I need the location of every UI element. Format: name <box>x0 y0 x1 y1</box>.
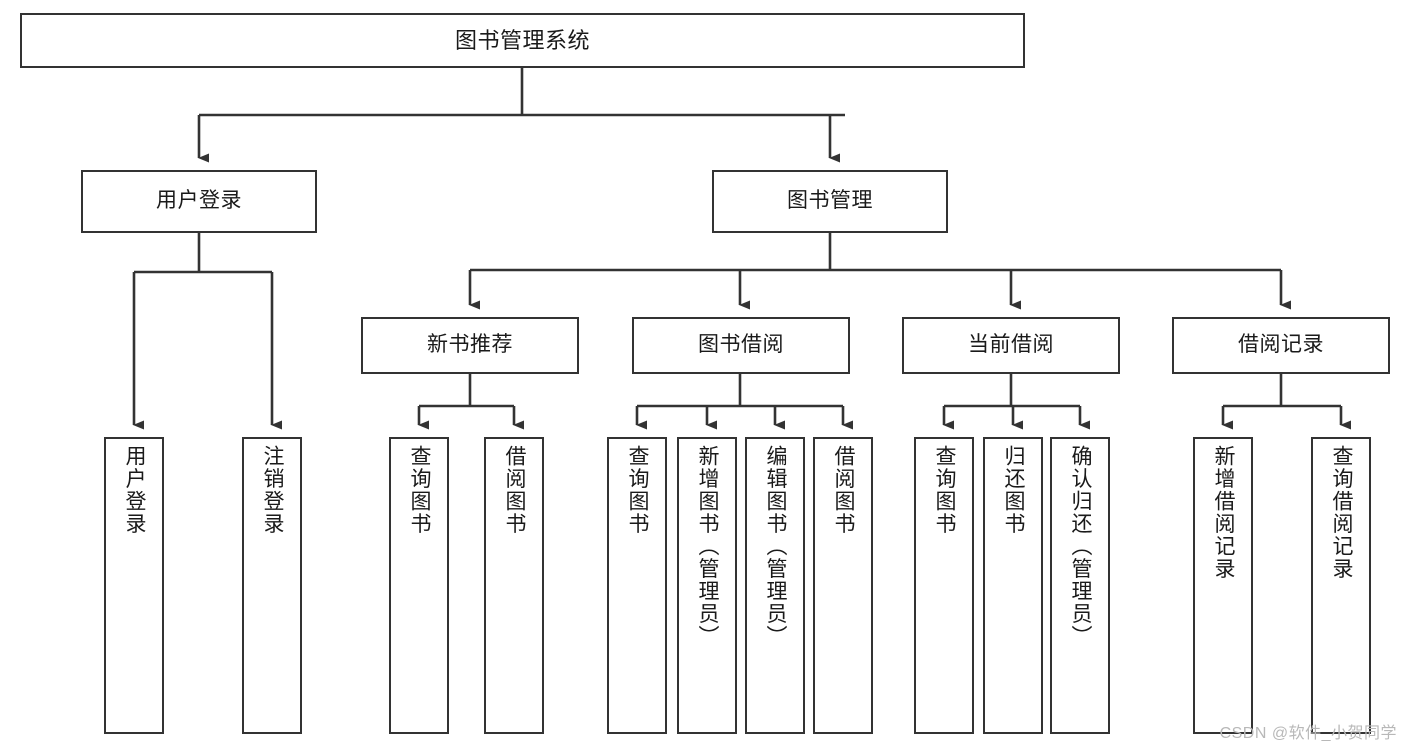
leaf-borrow-book-brw[interactable]: 借阅图书 <box>813 437 873 734</box>
leaf-query-book-rec-label: 查询图书 <box>408 445 432 535</box>
leaf-user-login-label: 用户登录 <box>123 445 147 535</box>
node-borrow-record-label: 借阅记录 <box>1238 333 1324 357</box>
node-borrow-record[interactable]: 借阅记录 <box>1172 317 1390 374</box>
node-root-label: 图书管理系统 <box>454 27 590 53</box>
leaf-borrow-book-brw-label: 借阅图书 <box>832 445 856 535</box>
leaf-query-book-cur-label: 查询图书 <box>933 445 957 535</box>
leaf-user-login[interactable]: 用户登录 <box>104 437 164 734</box>
leaf-query-book-brw-label: 查询图书 <box>626 445 650 535</box>
leaf-query-record[interactable]: 查询借阅记录 <box>1311 437 1371 734</box>
node-current-borrow-label: 当前借阅 <box>968 333 1054 357</box>
node-new-book-rec-label: 新书推荐 <box>427 333 513 357</box>
leaf-query-record-label: 查询借阅记录 <box>1330 445 1354 580</box>
leaf-borrow-book-rec[interactable]: 借阅图书 <box>484 437 544 734</box>
node-book-borrow-label: 图书借阅 <box>698 333 784 357</box>
node-current-borrow[interactable]: 当前借阅 <box>902 317 1120 374</box>
leaf-query-book-brw[interactable]: 查询图书 <box>607 437 667 734</box>
node-book-manage[interactable]: 图书管理 <box>712 170 948 233</box>
leaf-confirm-return[interactable]: 确认归还（管理员） <box>1050 437 1110 734</box>
leaf-query-book-rec[interactable]: 查询图书 <box>389 437 449 734</box>
leaf-edit-book[interactable]: 编辑图书（管理员） <box>745 437 805 734</box>
node-new-book-rec[interactable]: 新书推荐 <box>361 317 579 374</box>
leaf-borrow-book-rec-label: 借阅图书 <box>503 445 527 535</box>
leaf-add-record-label: 新增借阅记录 <box>1212 445 1236 580</box>
node-user-login-label: 用户登录 <box>156 189 242 213</box>
leaf-edit-book-label: 编辑图书（管理员） <box>764 445 788 648</box>
node-book-manage-label: 图书管理 <box>787 189 873 213</box>
node-user-login[interactable]: 用户登录 <box>81 170 317 233</box>
leaf-user-logout[interactable]: 注销登录 <box>242 437 302 734</box>
leaf-confirm-return-label: 确认归还（管理员） <box>1069 445 1093 648</box>
leaf-return-book[interactable]: 归还图书 <box>983 437 1043 734</box>
leaf-add-record[interactable]: 新增借阅记录 <box>1193 437 1253 734</box>
leaf-return-book-label: 归还图书 <box>1002 445 1026 535</box>
leaf-add-book-label: 新增图书（管理员） <box>696 445 720 648</box>
leaf-query-book-cur[interactable]: 查询图书 <box>914 437 974 734</box>
node-root[interactable]: 图书管理系统 <box>20 13 1025 68</box>
watermark: CSDN @软件_小贺同学 <box>1219 725 1397 742</box>
node-book-borrow[interactable]: 图书借阅 <box>632 317 850 374</box>
leaf-add-book[interactable]: 新增图书（管理员） <box>677 437 737 734</box>
leaf-user-logout-label: 注销登录 <box>261 445 285 535</box>
